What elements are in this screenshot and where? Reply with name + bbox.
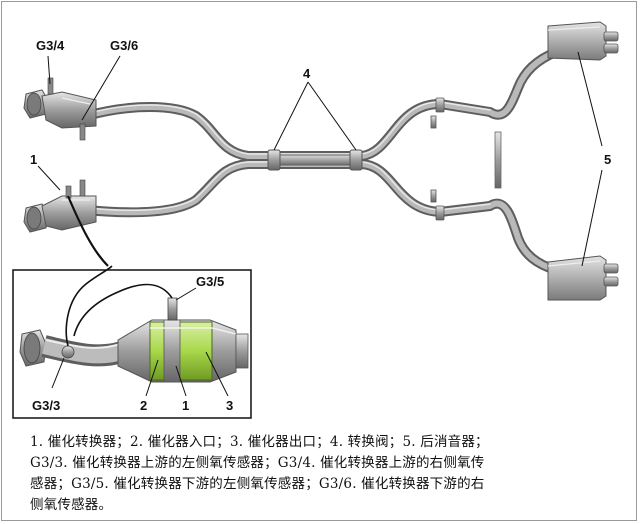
caption-line: G3/3. 催化转换器上游的左侧氧传感器；G3/4. 催化转换器上游的右侧氧传 [30, 455, 485, 471]
pipe-brackets [430, 97, 445, 221]
label-g3-6: G3/6 [110, 38, 138, 53]
label-g3-3: G3/3 [32, 398, 60, 413]
switch-valve-left [267, 149, 281, 171]
caption-line: 1. 催化转换器；2. 催化器入口；3. 催化器出口；4. 转换阀；5. 后消音… [30, 434, 489, 450]
inset-leader-lines [51, 287, 229, 397]
label-1-inset-catalyst: 1 [182, 398, 189, 413]
label-g3-4: G3/4 [36, 38, 65, 53]
catalytic-converter-lower [23, 179, 97, 233]
lower-exhaust-pipe [81, 159, 561, 275]
figure-caption: 1. 催化转换器；2. 催化器入口；3. 催化器出口；4. 转换阀；5. 后消音… [30, 432, 610, 516]
leader-lines [37, 51, 603, 267]
label-5-muffler: 5 [604, 152, 611, 167]
inset-sensor-g3-5 [73, 283, 178, 337]
upper-exhaust-pipe [81, 47, 561, 161]
catalytic-converter-upper [23, 77, 97, 141]
rear-muffler-lower [547, 255, 619, 301]
label-4-valve: 4 [303, 66, 311, 81]
sensor-cable [66, 195, 109, 267]
inset-inlet-flange [19, 329, 126, 367]
switch-valve-right [349, 149, 363, 171]
caption-line: 感器；G3/5. 催化转换器下游的左侧氧传感器；G3/6. 催化转换器下游的右 [30, 476, 485, 492]
label-1-catalyst: 1 [30, 152, 37, 167]
label-3-outlet: 3 [226, 398, 233, 413]
inset-catalytic-converter [117, 319, 249, 383]
label-2-inlet: 2 [140, 398, 147, 413]
caption-line: 侧氧传感器。 [30, 497, 113, 513]
detail-inset: G3/5 G3/3 2 1 3 [12, 265, 252, 419]
rear-muffler-upper [547, 21, 619, 61]
inset-sensor-g3-3 [61, 265, 113, 359]
label-g3-5: G3/5 [196, 274, 224, 289]
